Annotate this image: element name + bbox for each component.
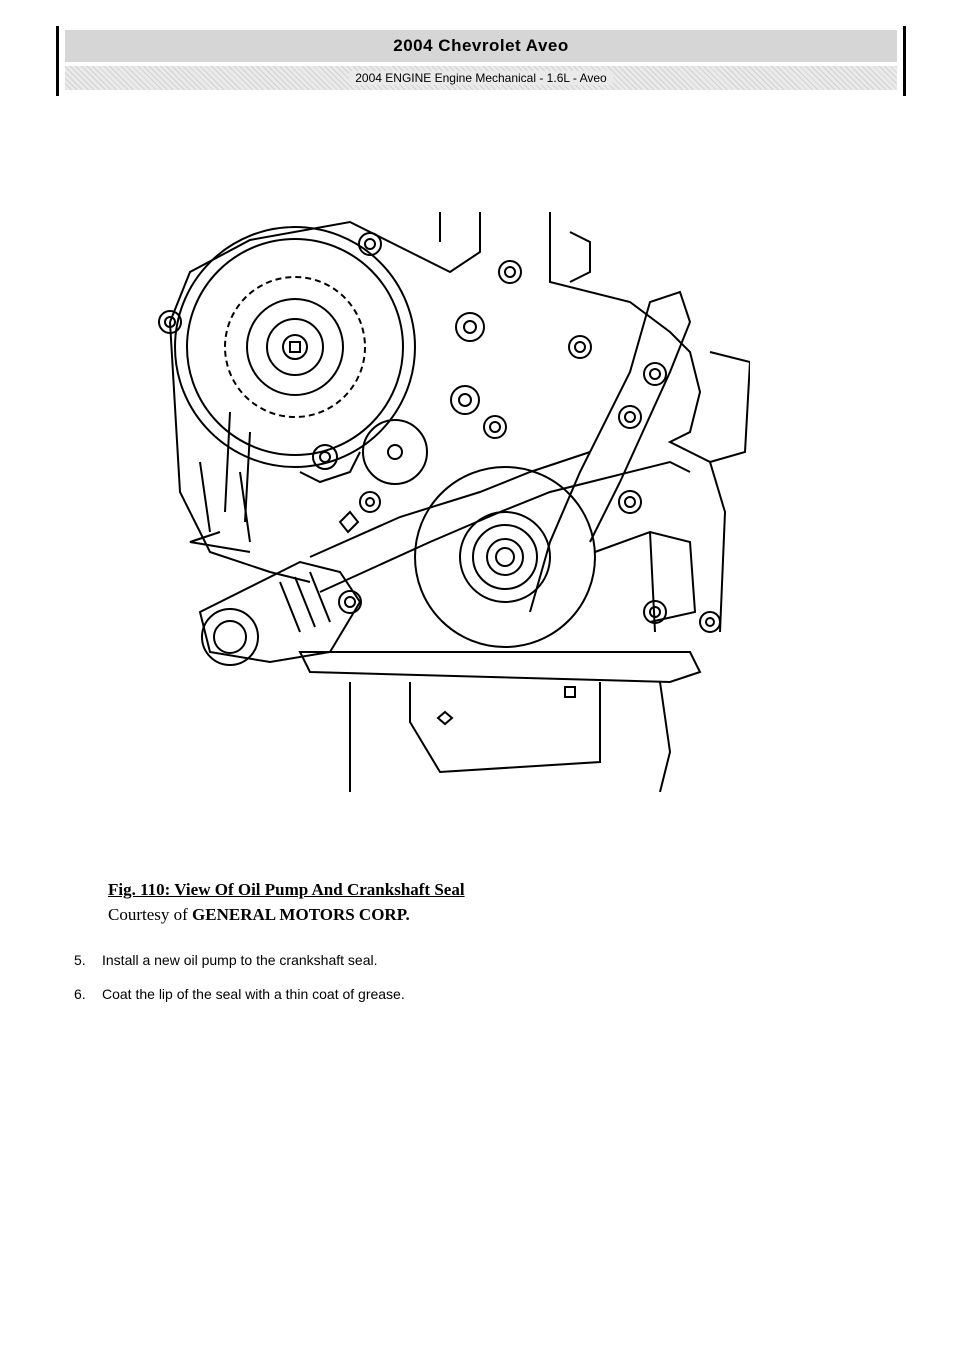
list-item: 5. Install a new oil pump to the cranksh… [74,952,405,986]
step-text: Install a new oil pump to the crankshaft… [102,952,378,968]
credit-org: GENERAL MOTORS CORP. [192,905,410,924]
credit-prefix: Courtesy of [108,905,188,924]
document-subtitle: 2004 ENGINE Engine Mechanical - 1.6L - A… [349,71,613,85]
step-number: 6. [74,986,86,1002]
oil-pump-diagram [158,212,750,792]
header-title-bar: 2004 Chevrolet Aveo [65,30,897,62]
page-header: 2004 Chevrolet Aveo 2004 ENGINE Engine M… [56,26,906,96]
bolt-icons [158,232,721,633]
document-title: 2004 Chevrolet Aveo [393,36,569,55]
step-number: 5. [74,952,86,968]
figure-caption: Fig. 110: View Of Oil Pump And Crankshaf… [108,880,465,899]
step-text: Coat the lip of the seal with a thin coa… [102,986,405,1002]
procedure-steps: 5. Install a new oil pump to the cranksh… [74,952,405,1020]
header-subtitle-bar: 2004 ENGINE Engine Mechanical - 1.6L - A… [65,66,897,90]
list-item: 6. Coat the lip of the seal with a thin … [74,986,405,1020]
figure-credit: Courtesy of GENERAL MOTORS CORP. [108,905,410,925]
